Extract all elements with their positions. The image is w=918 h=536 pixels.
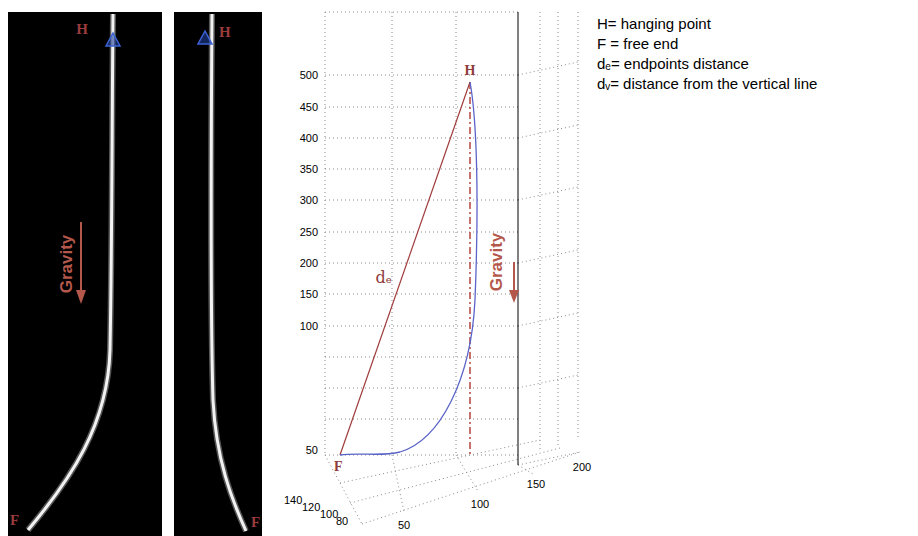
gravity-arrow: [513, 262, 515, 292]
axis-tick: 500: [300, 69, 318, 82]
cable: [28, 14, 113, 530]
axis-tick: 150: [300, 288, 318, 301]
point-label: F: [334, 459, 343, 475]
legend-text: dᵥ= distance from the vertical line: [597, 75, 817, 92]
distance-label: dₑ: [376, 269, 392, 287]
axis-tick: 100: [320, 508, 338, 521]
axis-tick: 80: [336, 515, 348, 528]
gravity-arrow: [80, 222, 82, 292]
point-label: H: [465, 63, 476, 79]
axis-tick: 450: [300, 101, 318, 114]
vertical-line: [469, 82, 471, 455]
axis-tick: 140: [284, 494, 302, 507]
point-label: F: [10, 512, 19, 529]
point-label: H: [76, 21, 88, 38]
hanging-marker: [106, 33, 120, 46]
cable-glow: [28, 14, 113, 530]
legend-text: F = free end: [597, 35, 678, 52]
axis-tick: 400: [300, 132, 318, 145]
axis-tick: 100: [300, 320, 318, 333]
axis-tick: 200: [300, 257, 318, 270]
arrow-head: [509, 290, 519, 303]
axis-line: [518, 12, 519, 465]
grid-lines: [325, 12, 580, 524]
photo-background: [174, 12, 262, 536]
gravity-label: Gravity: [487, 233, 507, 292]
legend-text: H= hanging point: [597, 15, 711, 32]
axis-tick: 200: [573, 461, 591, 474]
legend-text: dₑ= endpoints distance: [597, 55, 749, 72]
axis-tick: 100: [471, 498, 489, 511]
axis-tick: 350: [300, 163, 318, 176]
hanging-marker: [198, 31, 212, 44]
axis-tick: 150: [527, 478, 545, 491]
cable-glow: [211, 14, 246, 531]
cable-curve: [340, 82, 477, 455]
point-label: H: [219, 24, 231, 41]
point-label: F: [251, 514, 260, 531]
axis-tick: 50: [306, 444, 318, 457]
photo-background: [8, 12, 162, 536]
axis-tick: 50: [398, 519, 410, 532]
endpoints-distance-line: [340, 82, 470, 455]
gravity-label: Gravity: [57, 235, 77, 294]
axis-tick: 250: [300, 226, 318, 239]
cable: [211, 14, 246, 531]
axis-tick: 300: [300, 194, 318, 207]
arrow-head: [76, 290, 86, 304]
axis-tick: 120: [302, 501, 320, 514]
